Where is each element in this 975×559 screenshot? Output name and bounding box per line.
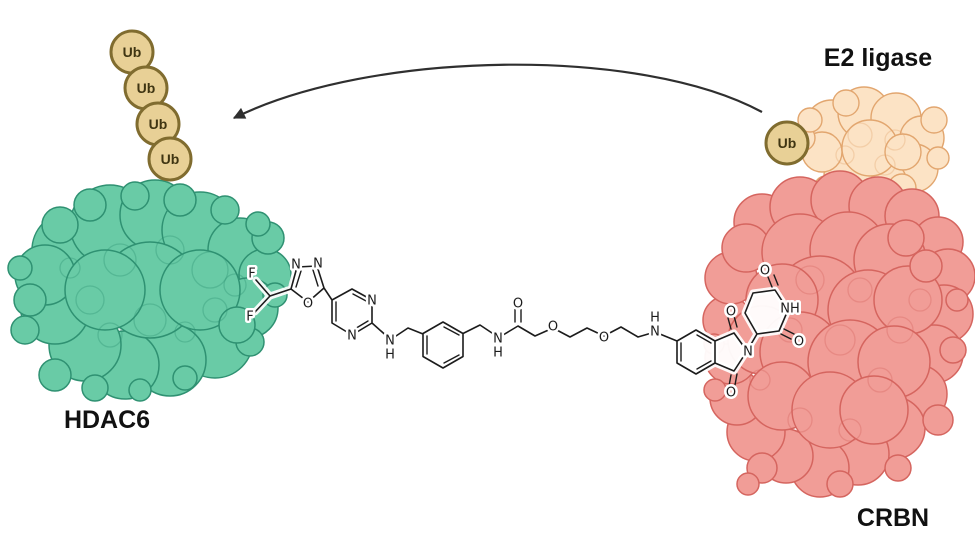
atom-label-glutarimide-nh: NH xyxy=(780,302,800,317)
atom-label-oxadiazole-n4: N xyxy=(313,257,323,272)
hdac6-surface-bump xyxy=(64,249,146,331)
hdac6-texture-bump xyxy=(202,297,228,323)
crbn-label: CRBN xyxy=(857,504,929,532)
e2-ligase-label: E2 ligase xyxy=(824,44,932,72)
hdac6-surface-bump xyxy=(245,211,271,237)
hdac6-surface-bump xyxy=(128,378,152,402)
hdac6-surface-bump xyxy=(41,206,79,244)
crbn-texture-bump xyxy=(795,265,825,295)
crbn-surface-bump xyxy=(909,249,943,283)
atom-label-amine-n: N xyxy=(650,325,660,340)
hdac6-surface-bump xyxy=(73,188,107,222)
molecule-double-bonds xyxy=(295,269,795,387)
atom-label-amide-h: H xyxy=(493,346,503,361)
atom-label-glutarimide-o1: O xyxy=(760,264,770,279)
hdac6-texture-bump xyxy=(174,321,196,343)
atom-label-aniline-h: H xyxy=(385,348,395,363)
hdac6-surface-bump xyxy=(172,365,198,391)
e2-ligase-surface-bump xyxy=(832,89,860,117)
hdac6-surface-bump xyxy=(159,249,241,331)
crbn-texture-bump xyxy=(908,288,932,312)
molecule-bonds xyxy=(254,265,789,375)
e2-ligase-surface-bump xyxy=(884,133,922,171)
e2-ligase-texture-bump xyxy=(847,122,873,148)
atom-label-pyrimidine-n1: N xyxy=(367,294,377,309)
hdac6-surface-bump xyxy=(38,358,72,392)
e2-ligase-texture-bump xyxy=(835,145,855,165)
atom-label-amide-n: N xyxy=(493,332,503,347)
atom-label-aniline-n: N xyxy=(385,334,395,349)
ubiquitin-bead xyxy=(764,120,810,166)
e2-ligase-texture-bump xyxy=(884,129,906,151)
hdac6-surface-bump xyxy=(10,315,40,345)
crbn-texture-bump xyxy=(867,367,893,393)
hdac6-texture-bump xyxy=(103,243,137,277)
crbn-surface-bump xyxy=(839,375,909,445)
crbn-texture-bump xyxy=(847,277,873,303)
e2-ligase-texture-bump xyxy=(874,154,896,176)
atom-label-amine-h: H xyxy=(650,311,660,326)
hdac6-surface-bump xyxy=(81,374,109,402)
ubiquitin-bead-label: Ub xyxy=(123,44,142,60)
atom-label-imide-o1: O xyxy=(726,305,736,320)
hdac6-surface-bump xyxy=(13,283,47,317)
hdac6-texture-bump xyxy=(133,303,167,337)
crbn-texture-bump xyxy=(886,316,914,344)
crbn-texture-bump xyxy=(749,369,771,391)
hdac6-surface-texture xyxy=(59,235,247,348)
atom-label-oxadiazole-n3: N xyxy=(291,258,301,273)
ubiquitin-transfer-arrow xyxy=(232,63,763,119)
ubiquitin-bead-label: Ub xyxy=(778,135,797,151)
atom-label-amide-o: O xyxy=(513,297,523,312)
hdac6-texture-bump xyxy=(155,235,185,265)
hdac6-label: HDAC6 xyxy=(64,406,150,434)
crbn-surface-bump xyxy=(703,378,727,402)
ubiquitin-bead-label: Ub xyxy=(149,116,168,132)
hdac6-texture-bump xyxy=(191,251,229,289)
atom-label-ether-o1: O xyxy=(548,320,558,335)
atom-label-imide-n: N xyxy=(743,345,753,360)
atom-label-ether-o2: O xyxy=(599,331,609,346)
crbn-texture-bump xyxy=(787,407,813,433)
crbn-surface-bump xyxy=(939,336,967,364)
ubiquitin-bead xyxy=(147,136,193,182)
ubiquitin-bead-label: Ub xyxy=(161,151,180,167)
atom-label-f1: F xyxy=(248,267,255,282)
crbn-protein-blob xyxy=(702,170,975,498)
crbn-surface-bump xyxy=(887,219,925,257)
hdac6-texture-bump xyxy=(59,257,81,279)
hdac6-texture-bump xyxy=(97,322,123,348)
e2-ligase-surface-bump xyxy=(797,107,823,133)
crbn-surface-bump xyxy=(826,470,854,498)
hdac6-surface-bump xyxy=(163,183,197,217)
e2-ligase-surface-bump xyxy=(920,106,948,134)
crbn-surface-bump xyxy=(922,404,954,436)
e2-ligase-surface-texture xyxy=(835,122,906,176)
ubiquitin-single: Ub xyxy=(764,120,810,166)
atom-label-oxadiazole-o: O xyxy=(303,297,313,312)
hdac6-protein-blob xyxy=(7,179,292,402)
ubiquitin-bead-label: Ub xyxy=(137,80,156,96)
crbn-surface-bump xyxy=(945,288,969,312)
crbn-texture-bump xyxy=(824,324,856,356)
crbn-surface-bump xyxy=(884,454,912,482)
atom-label-pyrimidine-n3: N xyxy=(347,329,357,344)
hdac6-surface-bump xyxy=(218,306,256,344)
hdac6-surface-bump xyxy=(7,255,33,281)
e2-ligase-surface-bump xyxy=(926,146,950,170)
atom-label-f2: F xyxy=(246,310,253,325)
hdac6-texture-bump xyxy=(75,285,105,315)
atom-label-imide-o2: O xyxy=(726,386,736,401)
crbn-texture-bump xyxy=(838,418,862,442)
hdac6-surface-bump xyxy=(120,181,150,211)
crbn-surface-bump xyxy=(736,472,760,496)
atom-label-glutarimide-o2: O xyxy=(794,335,804,350)
hdac6-texture-bump xyxy=(223,273,247,297)
hdac6-surface-bump xyxy=(210,195,240,225)
